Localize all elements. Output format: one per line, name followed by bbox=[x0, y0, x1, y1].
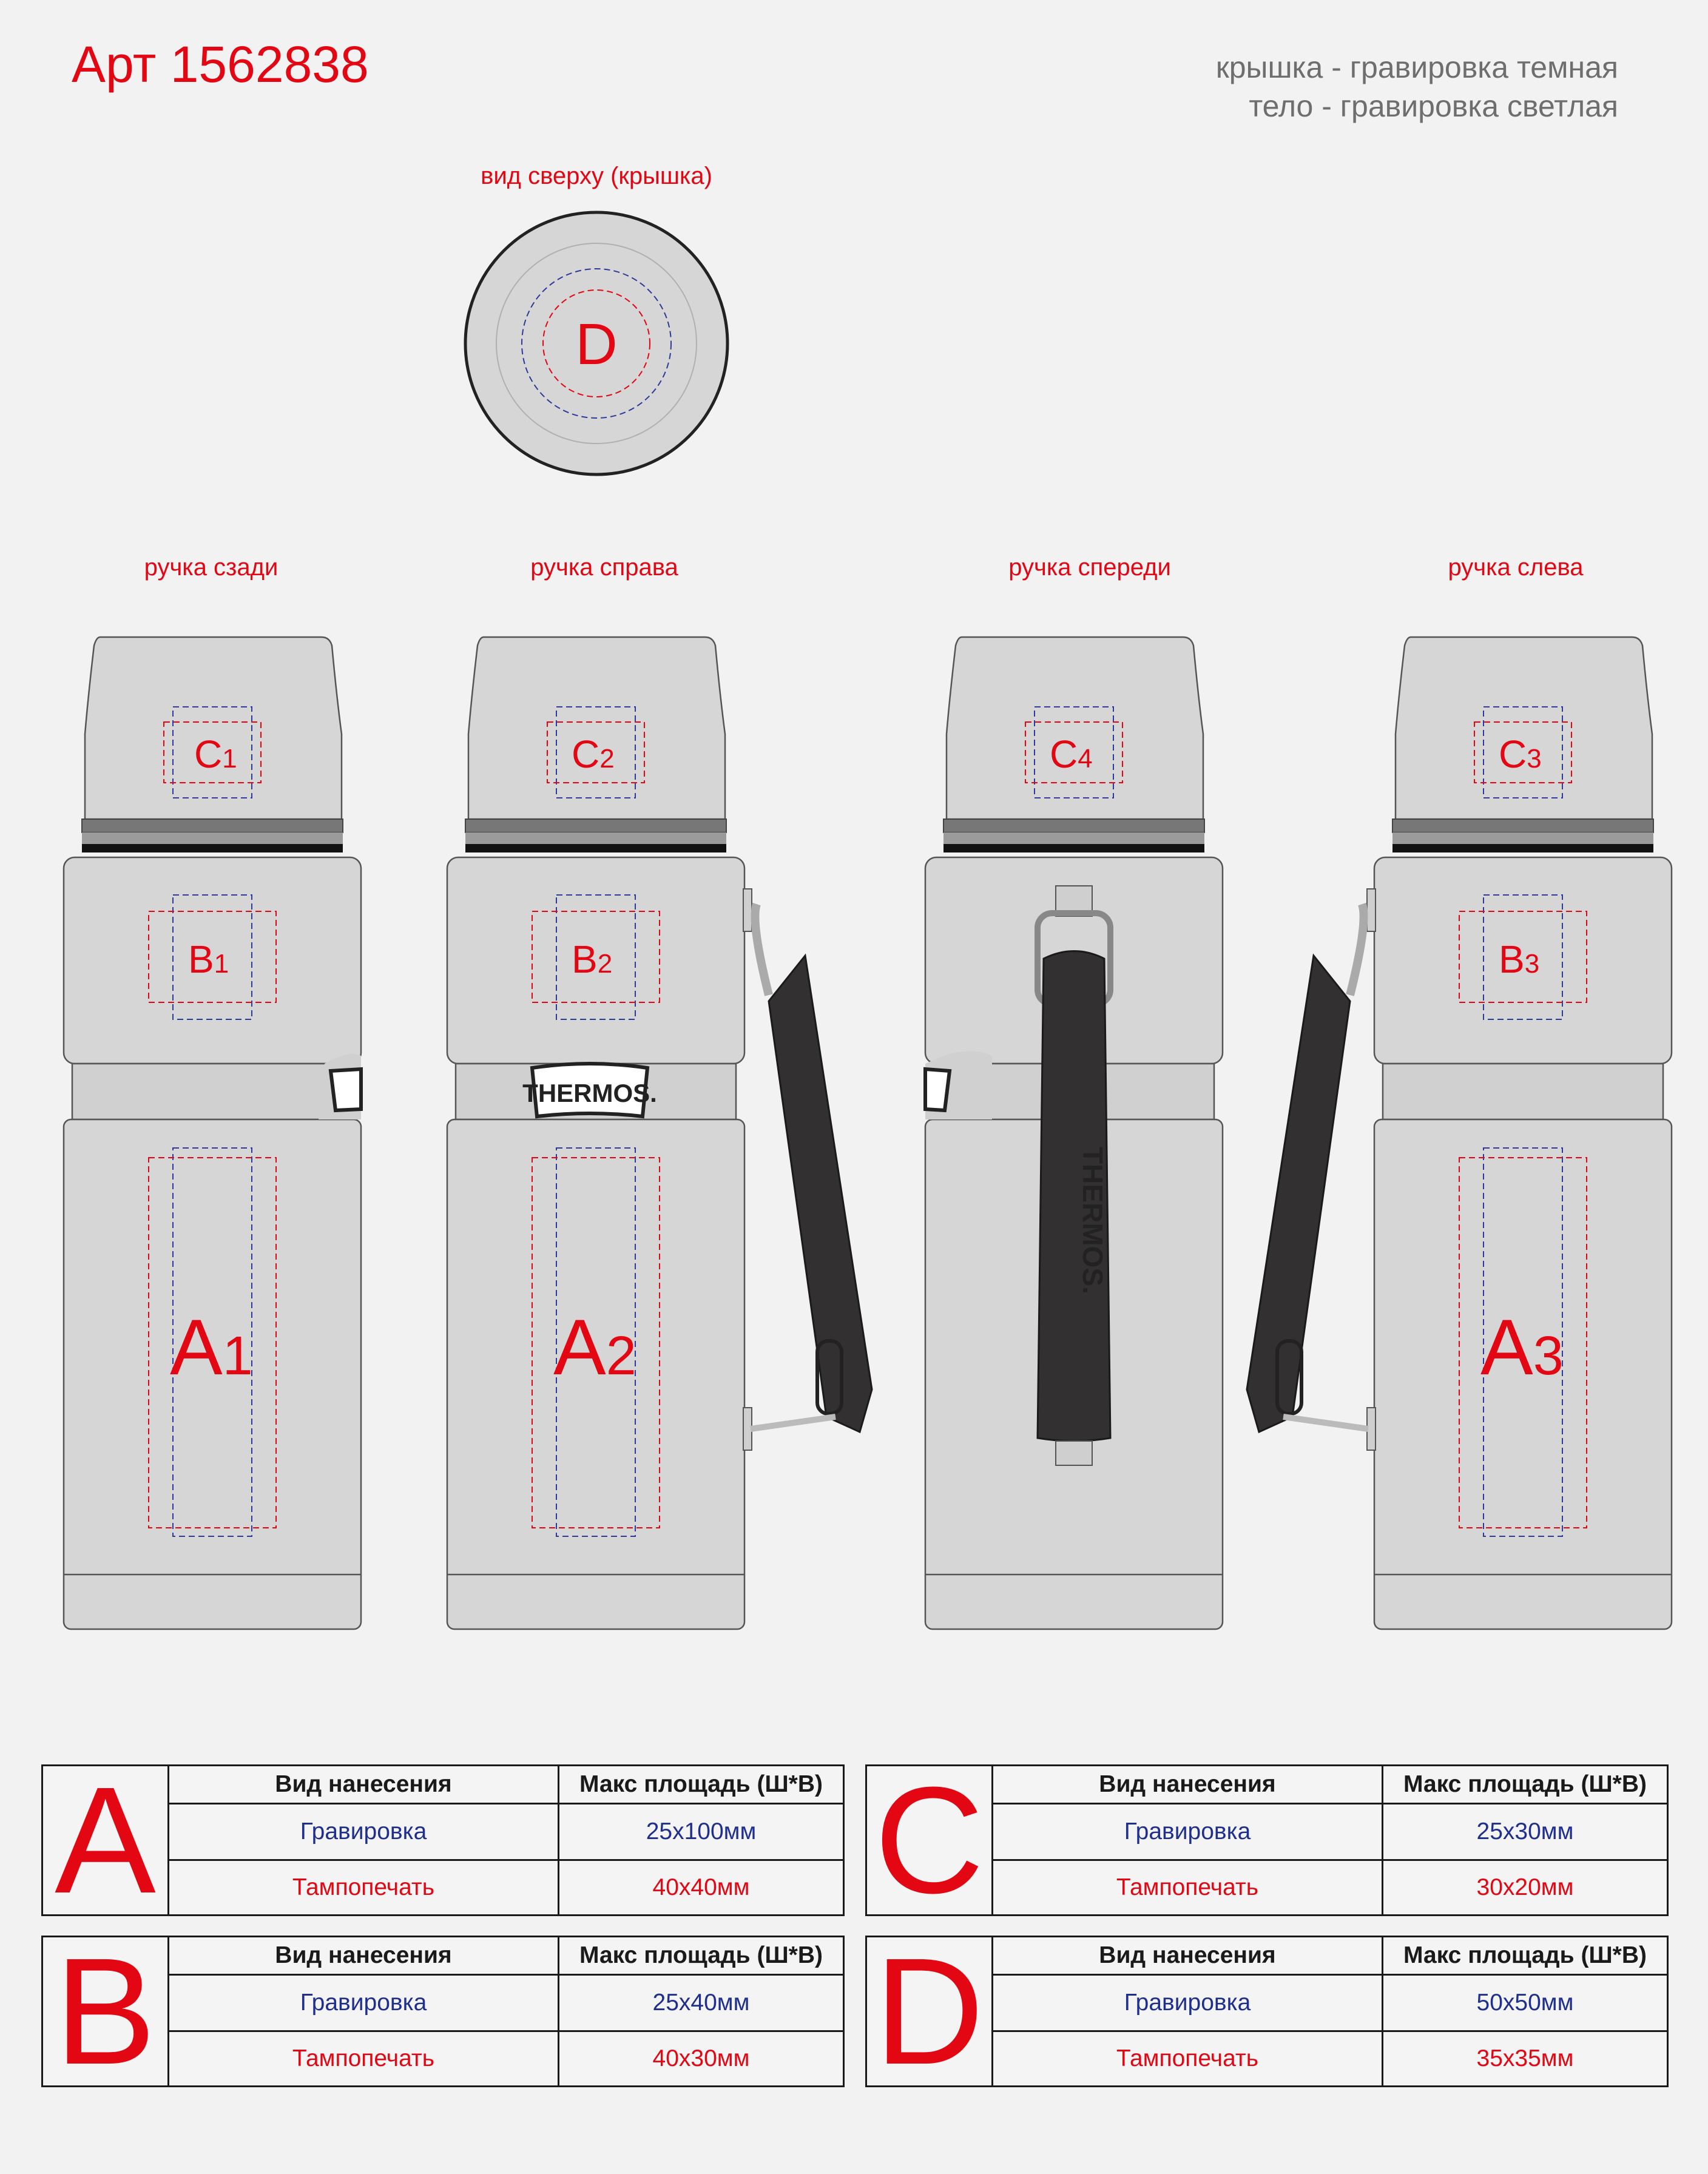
pad-print-method: Тампопечать bbox=[993, 1858, 1383, 1914]
flask-right-view: C2 B2 A2 bbox=[446, 636, 873, 1630]
pad-print-method: Тампопечать bbox=[169, 2030, 559, 2085]
product-drawing: THERMOS. D C1 B1 A1 C2 B2 A2 bbox=[62, 211, 1673, 1630]
zone-b1-label: B1 bbox=[188, 937, 229, 981]
lid-top-view: D bbox=[464, 211, 729, 476]
pad-print-size: 40х30мм bbox=[558, 2030, 843, 2085]
engraving-size: 25х40мм bbox=[558, 1974, 843, 2032]
zone-c2-label: C2 bbox=[572, 732, 615, 776]
area-header: Макс площадь (Ш*В) bbox=[558, 1766, 843, 1804]
area-header: Макс площадь (Ш*В) bbox=[1382, 1766, 1667, 1804]
engraving-method: Гравировка bbox=[169, 1974, 559, 2032]
table-letter: B bbox=[43, 1936, 169, 2087]
zone-b2-label: B2 bbox=[572, 937, 612, 981]
engraving-method: Гравировка bbox=[993, 1974, 1383, 2032]
method-header: Вид нанесения bbox=[169, 1937, 559, 1976]
flask-back-view: C1 B1 A1 bbox=[62, 636, 363, 1630]
flask-left-view: C3 B3 A3 bbox=[1246, 636, 1673, 1630]
method-header: Вид нанесения bbox=[993, 1937, 1383, 1976]
zone-d-label: D bbox=[575, 312, 617, 377]
method-header: Вид нанесения bbox=[993, 1766, 1383, 1804]
pad-print-method: Тампопечать bbox=[993, 2030, 1383, 2085]
pad-print-size: 30х20мм bbox=[1382, 1858, 1667, 1914]
front-view-label: ручка спереди bbox=[1008, 554, 1171, 581]
zone-c3-label: C3 bbox=[1499, 732, 1542, 776]
pad-print-method: Тампопечать bbox=[169, 1858, 559, 1914]
svg-text:THERMOS.: THERMOS. bbox=[1077, 1147, 1109, 1294]
method-header: Вид нанесения bbox=[169, 1766, 559, 1804]
pad-print-size: 40х40мм bbox=[558, 1858, 843, 1914]
area-header: Макс площадь (Ш*В) bbox=[558, 1937, 843, 1976]
zone-a3-label: A3 bbox=[1480, 1303, 1564, 1391]
back-view-label: ручка сзади bbox=[144, 554, 278, 581]
table-letter: D bbox=[867, 1936, 993, 2087]
zone-c1-label: C1 bbox=[194, 732, 237, 776]
zone-b3-label: B3 bbox=[1499, 937, 1539, 981]
lid-engraving-note: крышка - гравировка темная bbox=[1215, 50, 1618, 84]
engraving-size: 50х50мм bbox=[1382, 1974, 1667, 2032]
zone-a1-label: A1 bbox=[170, 1303, 253, 1391]
area-header: Макс площадь (Ш*В) bbox=[1382, 1937, 1667, 1976]
table-letter: A bbox=[43, 1764, 169, 1916]
pad-print-size: 35х35мм bbox=[1382, 2030, 1667, 2085]
engraving-method: Гравировка bbox=[993, 1803, 1383, 1861]
table-letter: C bbox=[867, 1764, 993, 1916]
engraving-size: 25х30мм bbox=[1382, 1803, 1667, 1861]
body-engraving-note: тело - гравировка светлая bbox=[1249, 89, 1618, 123]
zone-a2-label: A2 bbox=[553, 1303, 636, 1391]
article-number: Арт 1562838 bbox=[72, 36, 369, 93]
top-view-label: вид сверху (крышка) bbox=[481, 163, 712, 189]
engraving-size: 25х100мм bbox=[558, 1803, 843, 1861]
zone-c4-label: C4 bbox=[1050, 732, 1093, 776]
flask-front-view: C4 THERMOS. bbox=[923, 636, 1224, 1630]
right-view-label: ручка справа bbox=[530, 554, 678, 581]
engraving-method: Гравировка bbox=[169, 1803, 559, 1861]
left-view-label: ручка слева bbox=[1448, 554, 1584, 581]
thermos-logo bbox=[522, 1064, 657, 1116]
